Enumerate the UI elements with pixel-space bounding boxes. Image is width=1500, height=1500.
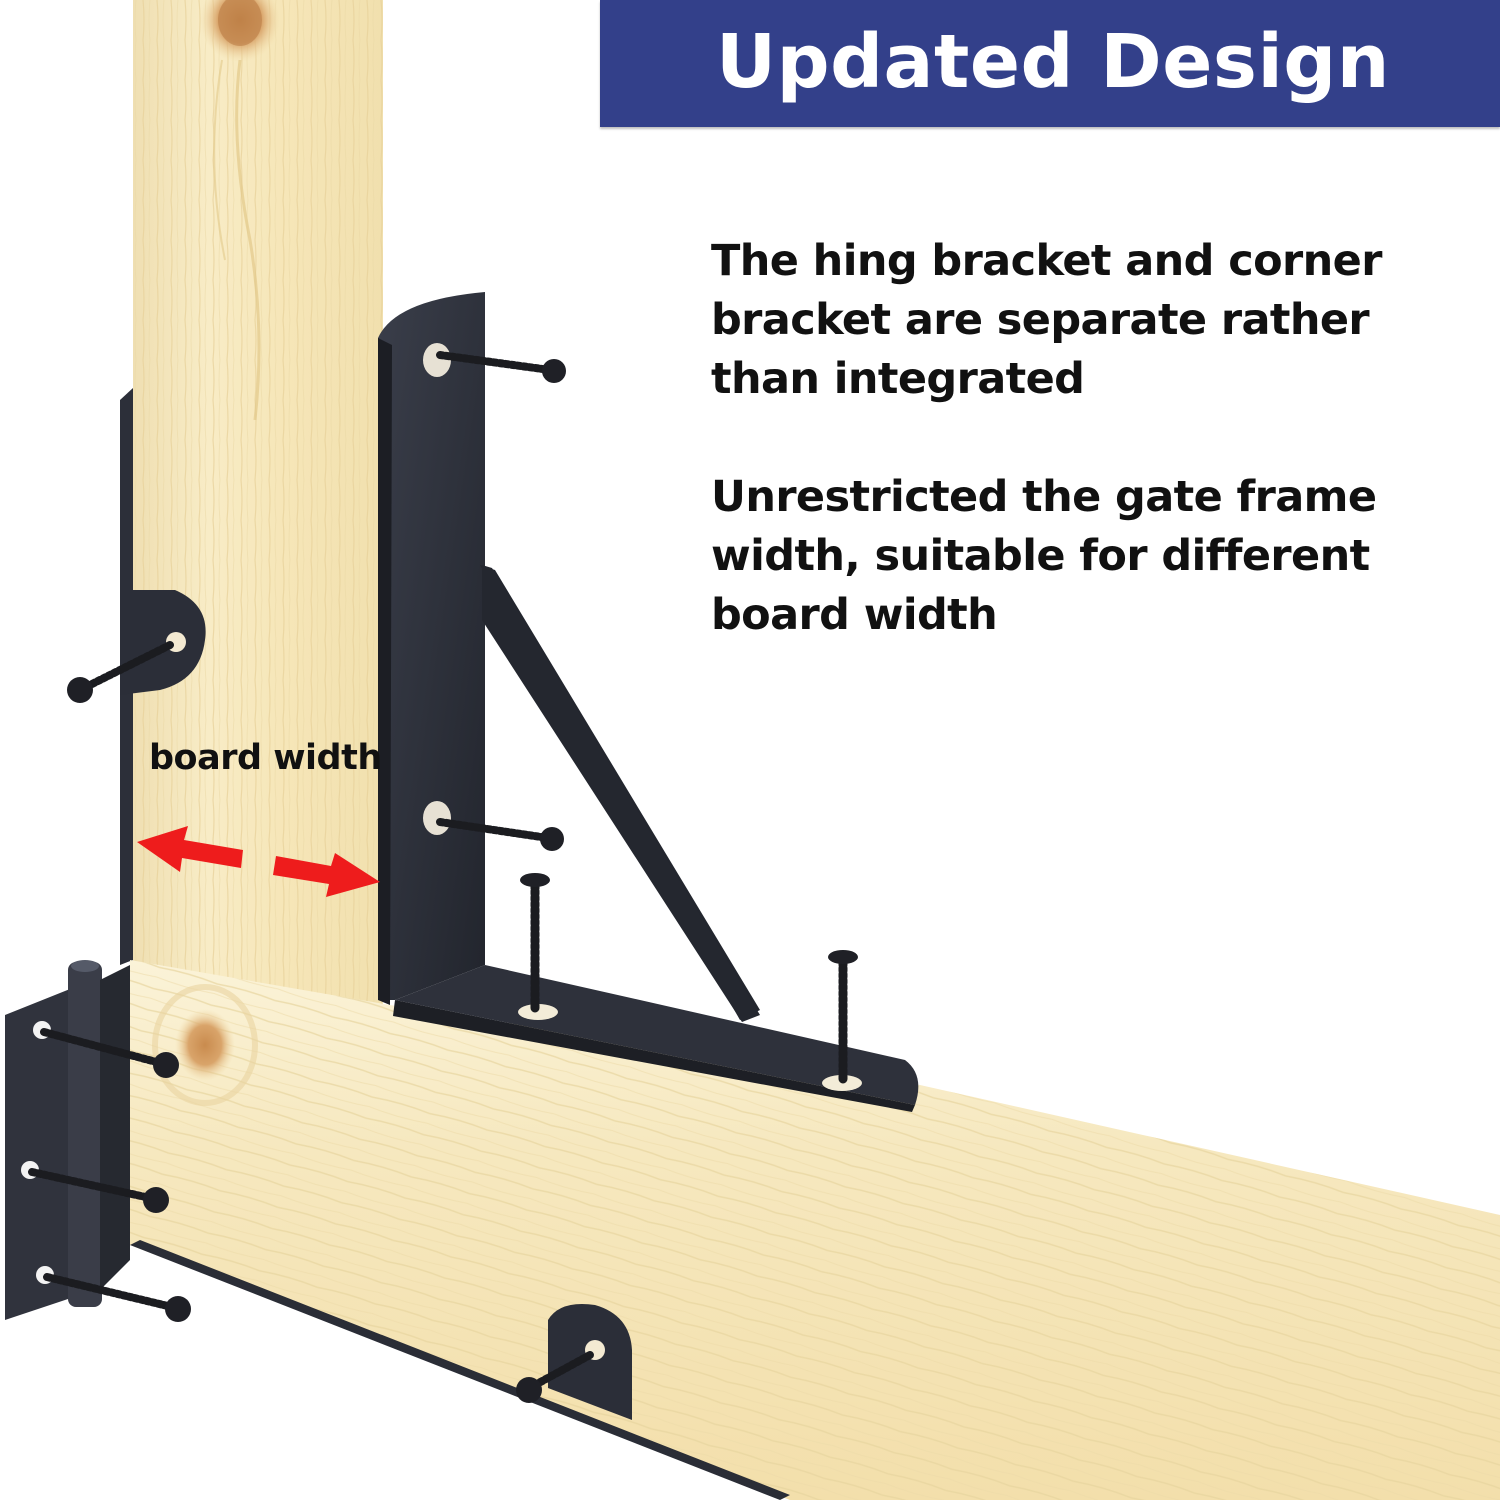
horizontal-wood-rail bbox=[130, 960, 1500, 1500]
door-hinge bbox=[5, 960, 130, 1320]
updated-design-banner: Updated Design bbox=[600, 0, 1500, 127]
arrow-left-icon bbox=[137, 826, 243, 872]
feature-text-line: bracket are separate rather bbox=[711, 295, 1370, 345]
corner-bracket bbox=[378, 292, 919, 1112]
feature-text-line: Unrestricted the gate frame bbox=[711, 472, 1377, 522]
banner-title: Updated Design bbox=[716, 18, 1390, 105]
board-width-label: board width bbox=[149, 738, 382, 778]
feature-text-line: The hing bracket and corner bbox=[711, 236, 1382, 286]
feature-text-line: board width bbox=[711, 590, 998, 640]
hinge-tab-lower bbox=[548, 1304, 632, 1420]
feature-text-line: width, suitable for different bbox=[711, 531, 1370, 581]
feature-separate-brackets: The hing bracket and corner bracket are … bbox=[711, 232, 1431, 409]
feature-text-line: than integrated bbox=[711, 354, 1085, 404]
screws bbox=[28, 351, 858, 1403]
feature-unrestricted-width: Unrestricted the gate frame width, suita… bbox=[711, 468, 1431, 645]
board-width-arrows bbox=[137, 826, 380, 897]
arrow-right-icon bbox=[273, 853, 380, 897]
